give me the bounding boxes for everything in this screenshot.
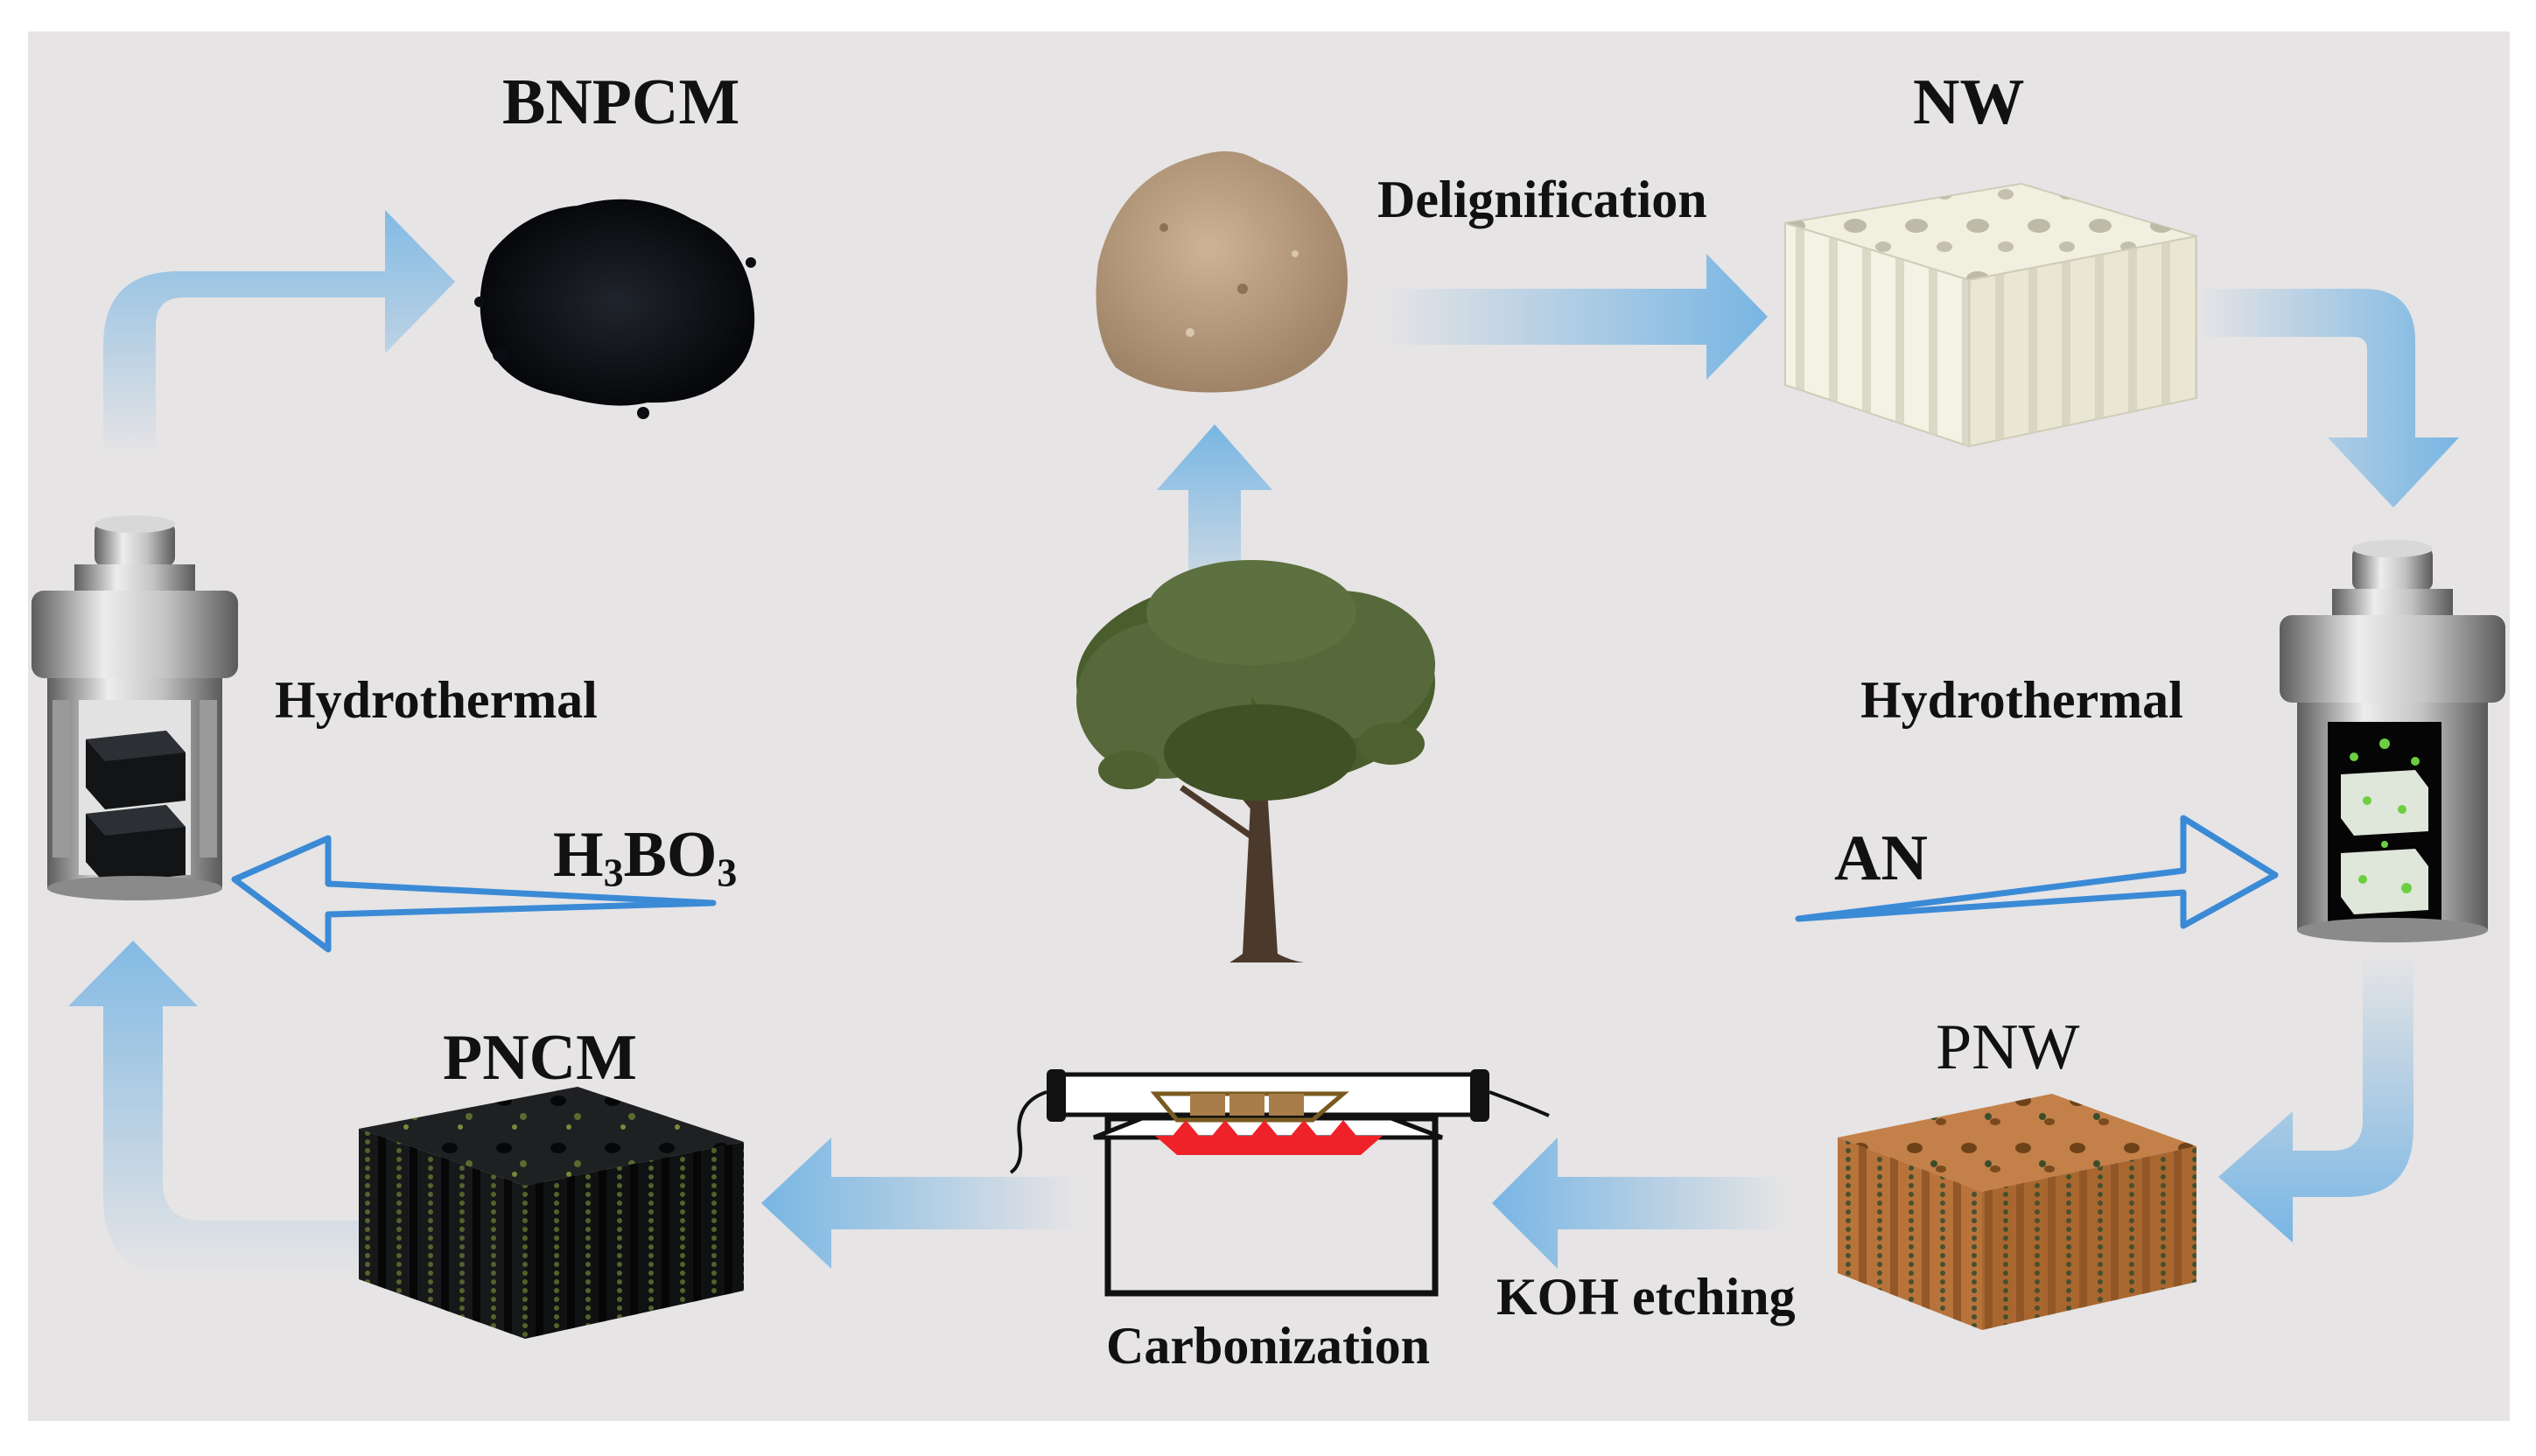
arrow-reactor-to-pnw xyxy=(2218,954,2413,1242)
pnw-block xyxy=(1838,1094,2196,1330)
arrow-koh-etching xyxy=(1492,1138,1785,1269)
bnpcm-label: BNPCM xyxy=(502,66,740,138)
an-label: AN xyxy=(1834,822,1928,894)
arrow-delignification xyxy=(1383,254,1768,380)
arrow-pncm-to-reactor xyxy=(68,941,359,1278)
h3bo3-label: H3BO3 xyxy=(553,819,738,895)
koh-etching-label: KOH etching xyxy=(1496,1268,1796,1326)
arrow-tree-to-powder xyxy=(1157,424,1272,630)
hydrothermal-left-label: Hydrothermal xyxy=(275,671,598,729)
nw-block xyxy=(1784,182,2197,448)
reactor-right xyxy=(2280,540,2505,942)
tree-image xyxy=(1076,560,1435,962)
arrow-nw-to-reactor xyxy=(2196,289,2459,508)
bnpcm-powder xyxy=(474,199,756,419)
carbonization-label: Carbonization xyxy=(1106,1317,1431,1375)
reactor-left xyxy=(32,515,238,900)
wood-powder xyxy=(1096,150,1348,393)
arrow-h3bo3 xyxy=(231,835,717,953)
pncm-block xyxy=(359,1087,744,1339)
arrow-reactor-to-bnpcm xyxy=(103,210,455,455)
tube-furnace xyxy=(1009,1069,1550,1297)
pnw-label: PNW xyxy=(1936,1012,2080,1083)
hydrothermal-right-label: Hydrothermal xyxy=(1860,671,2183,729)
pncm-label: PNCM xyxy=(443,1022,637,1094)
arrow-carbonization xyxy=(761,1138,1076,1269)
arrow-an xyxy=(1795,815,2279,929)
nw-label: NW xyxy=(1913,66,2025,138)
delignification-label: Delignification xyxy=(1377,171,1707,228)
